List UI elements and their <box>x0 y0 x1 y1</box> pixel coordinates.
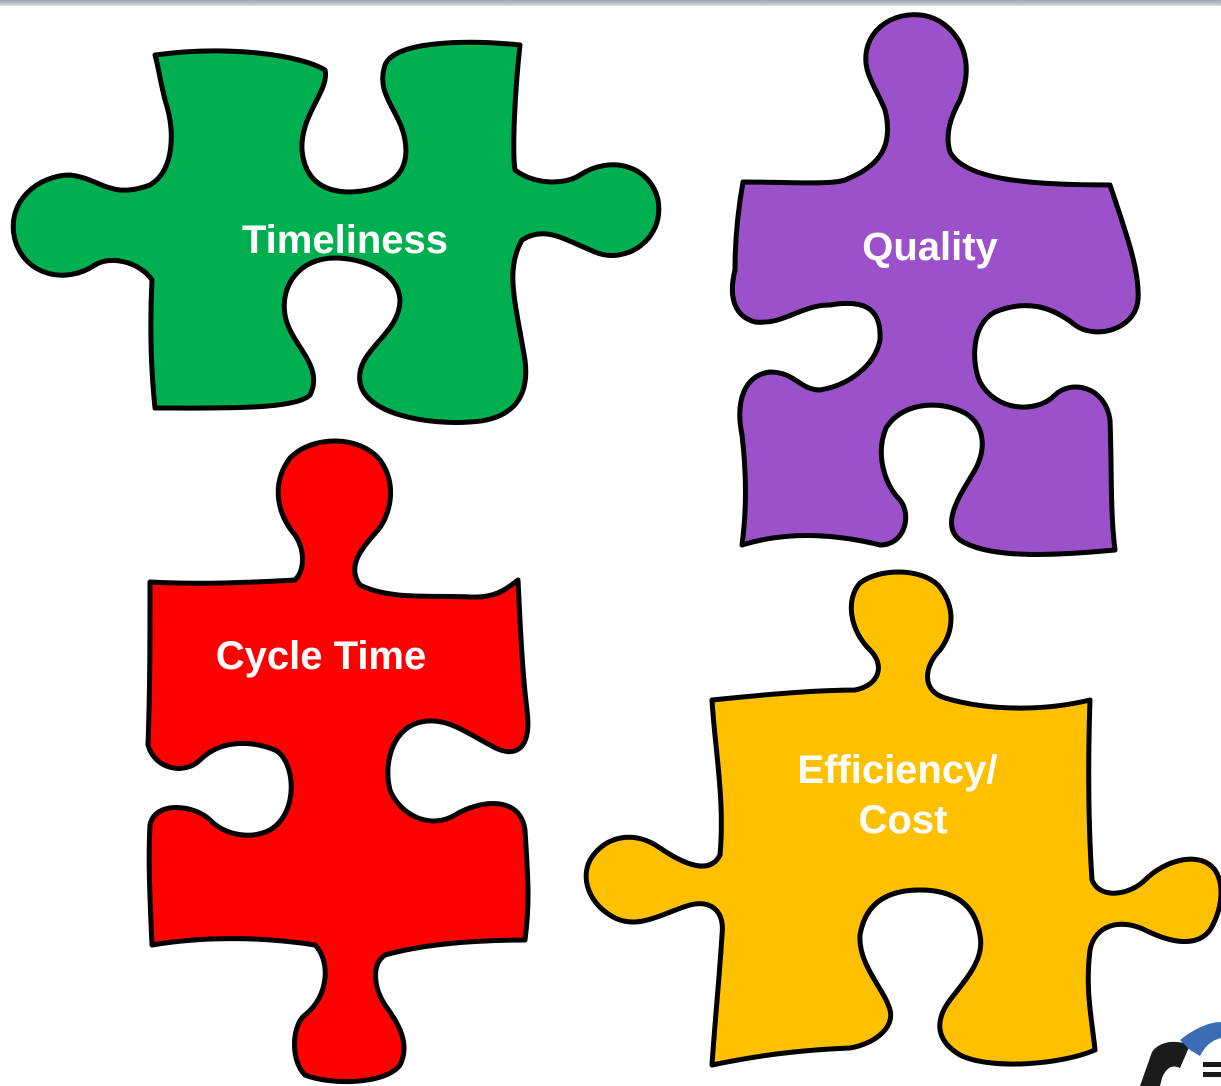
logo-bar <box>1203 1072 1221 1077</box>
puzzle-piece-timeliness: Timeliness <box>10 39 662 425</box>
puzzle-piece-shape <box>10 39 662 425</box>
piece-label: Timeliness <box>242 218 448 262</box>
logo-icon <box>1140 1022 1221 1086</box>
puzzle-piece-cycle-time: Cycle Time <box>145 438 531 1084</box>
piece-label-line: Timeliness <box>242 218 448 262</box>
puzzle-piece-shape <box>583 569 1221 1068</box>
top-divider <box>0 0 1221 6</box>
piece-label: Cycle Time <box>216 634 427 678</box>
piece-label: Efficiency/ Cost <box>797 748 1008 842</box>
puzzle-piece-shape <box>145 438 531 1084</box>
logo-blue-shape <box>1180 1022 1221 1056</box>
piece-label-line: Quality <box>862 225 998 269</box>
puzzle-piece-shape <box>729 12 1141 557</box>
piece-label-line: Cycle Time <box>216 634 427 678</box>
piece-label: Quality <box>862 225 998 269</box>
piece-label-line: Efficiency/ <box>797 748 997 792</box>
piece-label-line: Cost <box>859 798 948 842</box>
puzzle-piece-quality: Quality <box>729 12 1141 557</box>
logo-bar <box>1203 1062 1221 1067</box>
puzzle-piece-efficiency-cost: Efficiency/ Cost <box>583 569 1221 1068</box>
logo-dark-shape <box>1140 1041 1190 1086</box>
